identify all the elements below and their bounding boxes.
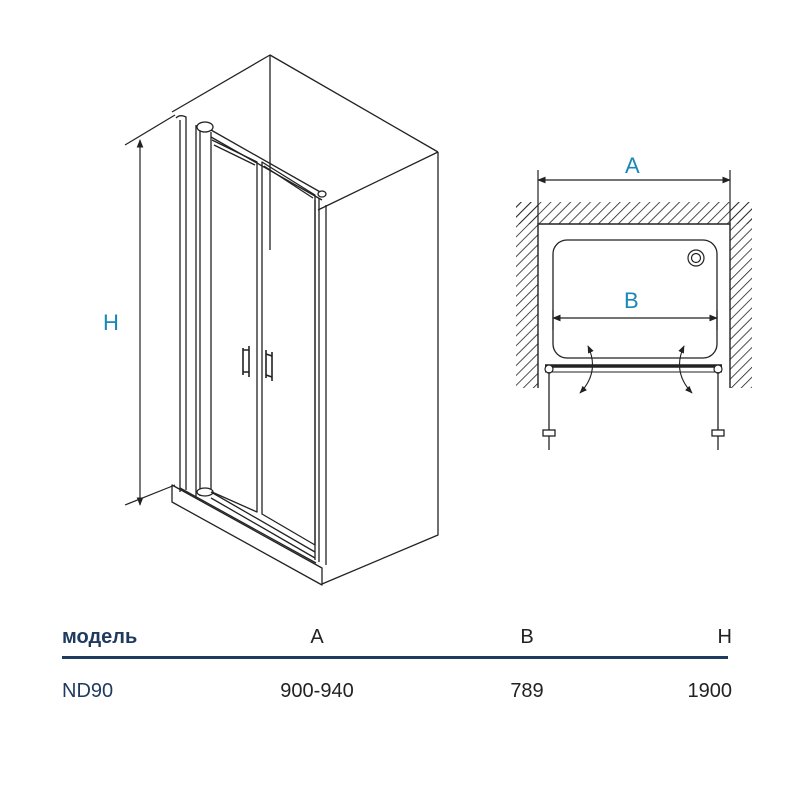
height-dimension (124, 114, 176, 506)
door-handles (242, 346, 273, 381)
table-rule (62, 656, 728, 659)
row-a: 900-940 (280, 680, 354, 702)
perspective-view (171, 54, 439, 586)
drain-icon (687, 249, 705, 267)
door-right (261, 161, 316, 546)
niche-walls (171, 54, 439, 585)
hatched-walls (516, 202, 752, 388)
height-label: H (103, 310, 119, 335)
inner-width-dimension (552, 310, 718, 330)
door-left (211, 139, 258, 513)
swing-arrows (579, 345, 693, 394)
plan-view (516, 170, 752, 450)
row-h: 1900 (687, 680, 733, 702)
outer-width-label: A (625, 153, 640, 178)
shower-tray (171, 484, 323, 586)
outer-width-dimension (537, 170, 731, 224)
header-b: B (520, 626, 534, 648)
row-b: 789 (510, 680, 544, 702)
header-model: модель (62, 626, 138, 648)
right-wall-profile (314, 190, 327, 565)
inner-width-label: B (624, 288, 639, 313)
tray-outline (552, 239, 718, 359)
row-model: ND90 (62, 680, 114, 702)
door-hinges (542, 372, 725, 450)
bottom-rail (210, 491, 316, 553)
header-a: A (310, 626, 324, 648)
left-wall-profile (175, 115, 214, 497)
header-h: H (717, 626, 732, 648)
top-rail (210, 129, 323, 194)
front-profile (544, 364, 723, 374)
